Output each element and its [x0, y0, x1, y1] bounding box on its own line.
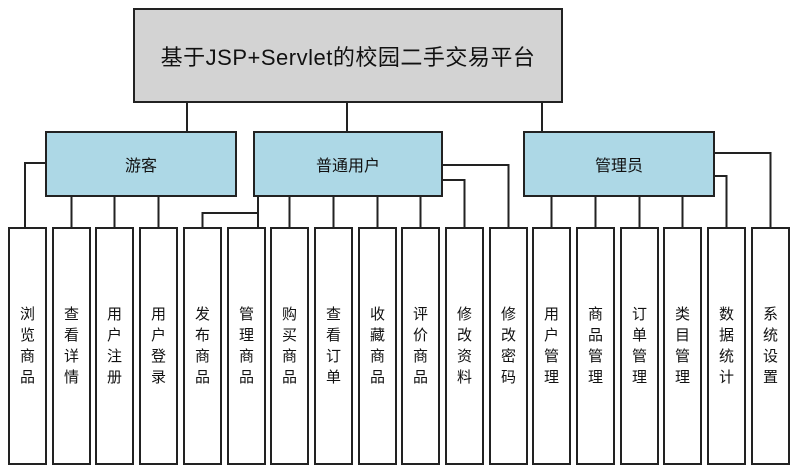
leaf-node-change-password: 修改密码: [489, 227, 528, 465]
group-node-visitor: 游客: [45, 131, 237, 197]
leaf-node-buy-products: 购买商品: [270, 227, 309, 465]
connector-line: [201, 212, 258, 227]
leaf-node-user-register: 用户注册: [95, 227, 134, 465]
leaf-label: 评价商品: [412, 306, 428, 386]
leaf-node-product-management: 商品管理: [576, 227, 615, 465]
connector-line: [24, 162, 45, 227]
leaf-label: 发布商品: [194, 306, 210, 386]
connector-line: [715, 175, 728, 227]
root-node: 基于JSP+Servlet的校园二手交易平台: [133, 8, 563, 103]
leaf-node-user-management: 用户管理: [532, 227, 571, 465]
leaf-label: 查看详情: [63, 306, 79, 386]
leaf-node-system-settings: 系统设置: [751, 227, 790, 465]
leaf-node-browse-products: 浏览商品: [8, 227, 47, 465]
leaf-label: 修改资料: [456, 306, 472, 386]
connector-line: [443, 179, 466, 227]
group-label: 管理员: [594, 158, 643, 175]
group-node-admin: 管理员: [523, 131, 715, 197]
leaf-label: 用户管理: [543, 306, 559, 386]
leaf-node-publish-products: 发布商品: [183, 227, 222, 465]
leaf-node-view-orders: 查看订单: [314, 227, 353, 465]
leaf-label: 查看订单: [325, 306, 341, 386]
leaf-label: 订单管理: [631, 306, 647, 386]
leaf-label: 浏览商品: [19, 306, 35, 386]
leaf-node-order-management: 订单管理: [620, 227, 659, 465]
leaf-node-favorite-products: 收藏商品: [358, 227, 397, 465]
leaf-label: 系统设置: [762, 306, 778, 386]
leaf-label: 商品管理: [587, 306, 603, 386]
root-title: 基于JSP+Servlet的校园二手交易平台: [160, 44, 536, 70]
connector-line: [443, 164, 510, 227]
leaf-label: 用户注册: [106, 306, 122, 386]
leaf-node-manage-products: 管理商品: [227, 227, 266, 465]
leaf-node-review-products: 评价商品: [401, 227, 440, 465]
leaf-node-category-management: 类目管理: [663, 227, 702, 465]
group-node-regular-user: 普通用户: [253, 131, 443, 197]
connector-line: [715, 152, 772, 227]
group-label: 普通用户: [315, 158, 380, 175]
leaf-node-data-statistics: 数据统计: [707, 227, 746, 465]
leaf-label: 修改密码: [500, 306, 516, 386]
leaf-label: 收藏商品: [369, 306, 385, 386]
leaf-node-view-details: 查看详情: [52, 227, 91, 465]
leaf-label: 类目管理: [674, 306, 690, 386]
leaf-label: 购买商品: [281, 306, 297, 386]
leaf-label: 数据统计: [718, 306, 734, 386]
leaf-label: 用户登录: [150, 306, 166, 386]
leaf-node-edit-profile: 修改资料: [445, 227, 484, 465]
leaf-label: 管理商品: [238, 306, 254, 386]
group-label: 游客: [124, 158, 157, 175]
leaf-node-user-login: 用户登录: [139, 227, 178, 465]
